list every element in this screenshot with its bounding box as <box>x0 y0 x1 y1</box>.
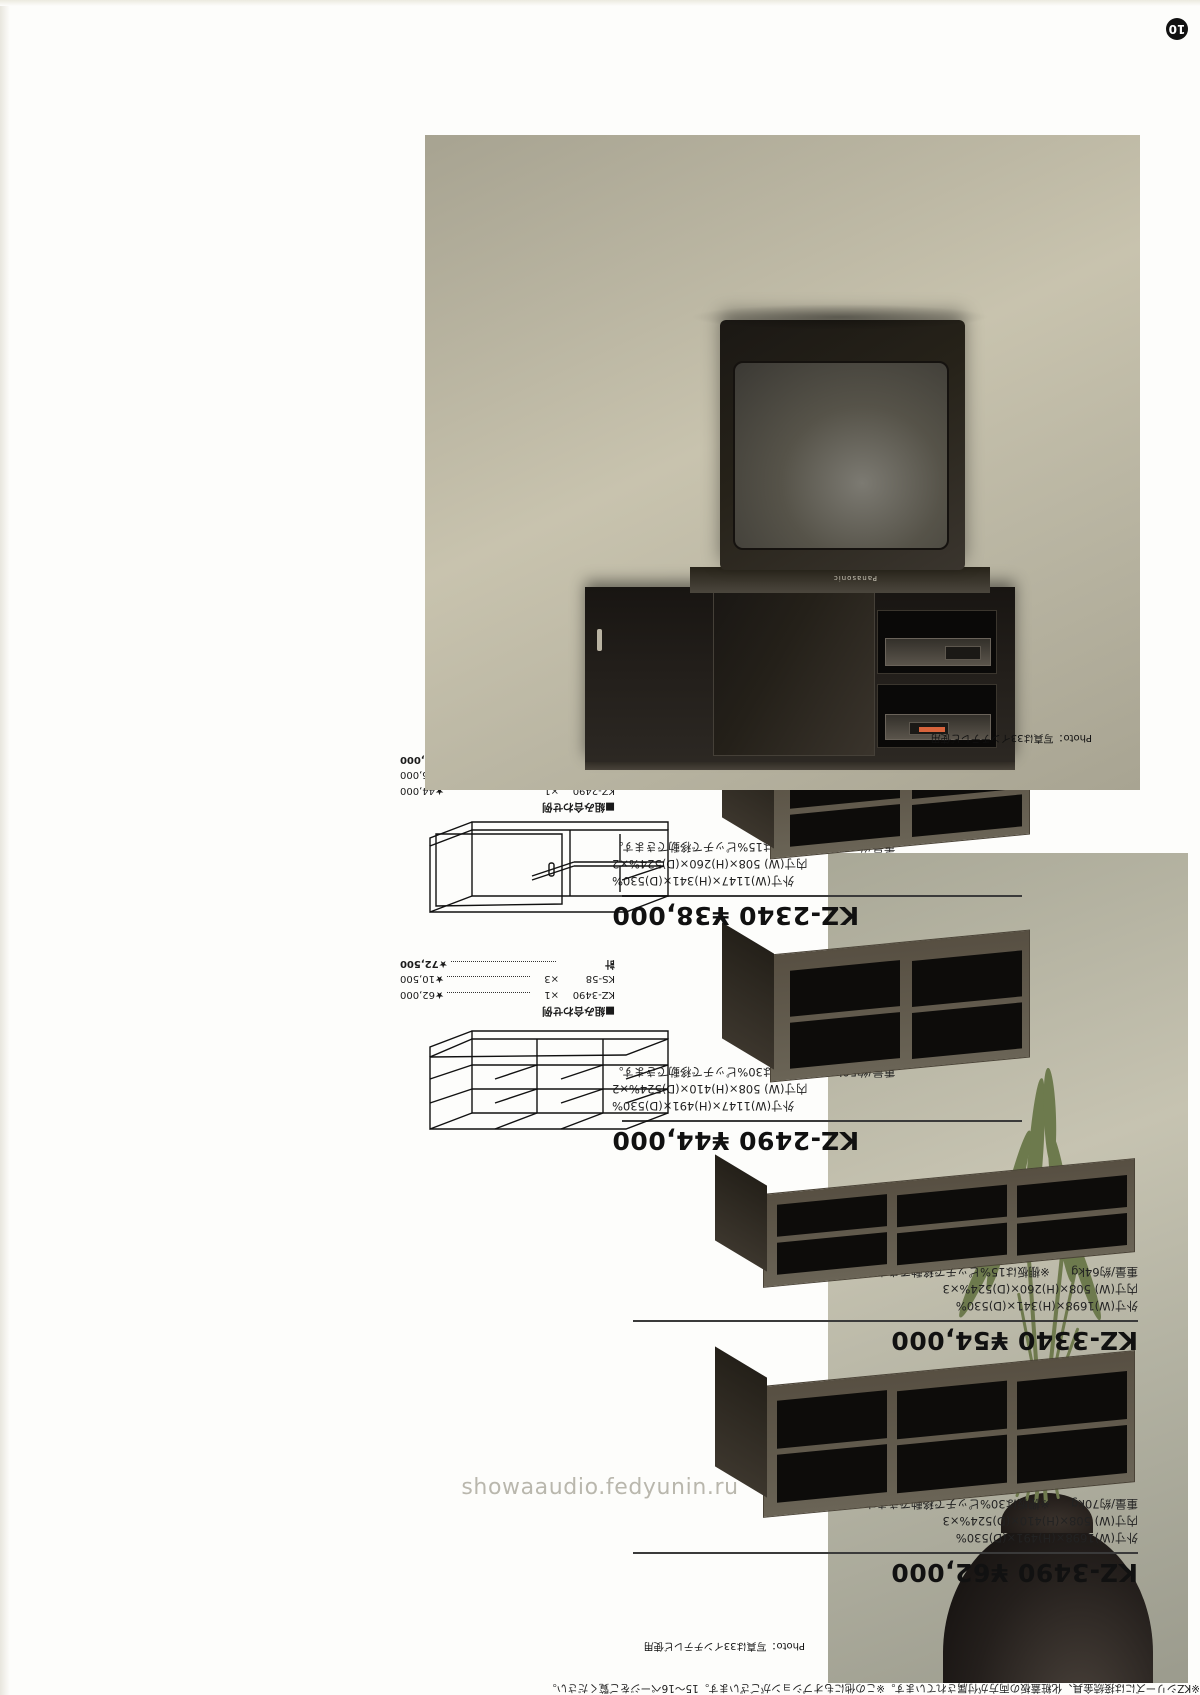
combination-list-1: ■組み合わせ例 KZ-3490 ×1 ★62,000 KS-58 ×3 ★10,… <box>400 956 615 1020</box>
page-number: 10 <box>1166 18 1188 40</box>
lifestyle-photo-caption: Photo：写真は33インチテレビ使用 <box>643 1640 805 1651</box>
title-rule <box>633 1320 1138 1322</box>
product-outer-dimensions: 外寸(W)1698×(H)491×(D)530% <box>955 1531 1138 1545</box>
combination-total-row: 計 ★72,500 <box>400 956 615 972</box>
paper-edge-top <box>0 0 1200 6</box>
product-outer-dimensions: 外寸(W)1698×(H)341×(D)530% <box>955 1299 1138 1313</box>
product-photo-kz-2490 <box>710 922 1030 1083</box>
cabinet-sliding-door <box>597 592 875 756</box>
combination-diagram-2 <box>429 821 669 914</box>
product-photo-kz-3340 <box>715 1154 1135 1288</box>
door-handle <box>597 629 602 651</box>
combination-diagram-1 <box>429 1030 669 1131</box>
combination-row: KZ-3490 ×1 ★62,000 <box>400 987 615 1003</box>
leader-dots <box>450 961 556 962</box>
combination-item-qty: ×1 <box>544 989 559 1000</box>
combination-total-label: 計 <box>605 958 615 969</box>
combination-item-qty: ×3 <box>544 973 559 985</box>
combination-heading: ■組み合わせ例 <box>542 1005 615 1017</box>
title-rule <box>633 1552 1138 1554</box>
title-rule <box>622 1120 1022 1122</box>
title-rule <box>622 895 1022 897</box>
television: Panasonic <box>720 320 965 582</box>
product-inner-dimensions: 内寸(W) 508×(H)260×(D)524%×3 <box>942 1282 1138 1297</box>
tv-screen <box>733 361 949 550</box>
product-title: KZ-3490 ¥62,000 <box>890 1558 1138 1587</box>
watermark: showaaudio.fedyunin.ru <box>461 1475 739 1500</box>
tv-brand-label: Panasonic <box>832 574 877 582</box>
product-inner-dimensions: 内寸(W) 508×(H)410×(D)524%×3 <box>942 1514 1138 1529</box>
leader-dots <box>446 992 530 993</box>
main-product-photo: Panasonic <box>425 135 1140 790</box>
combination-item-price: ★62,000 <box>400 989 444 1000</box>
combination-heading: ■組み合わせ例 <box>542 801 615 813</box>
product-title: KZ-3340 ¥54,000 <box>890 1326 1138 1355</box>
combination-item-name: KZ-3490 <box>572 989 615 1000</box>
combination-item-price: ★10,500 <box>400 973 444 985</box>
paper-edge-left <box>0 0 10 1695</box>
combination-item-name: KS-58 <box>585 973 615 985</box>
main-photo-caption: Photo：写真は33インチテレビ使用 <box>930 732 1092 743</box>
floor-shadow <box>690 304 990 330</box>
combination-total-price: ★72,500 <box>400 958 448 969</box>
product-block-kz-3490: KZ-3490 ¥62,000 外寸(W)1698×(H)491×(D)530%… <box>618 1495 1138 1587</box>
leader-dots <box>446 976 530 978</box>
combination-row: KS-58 ×3 ★10,500 <box>400 971 615 987</box>
